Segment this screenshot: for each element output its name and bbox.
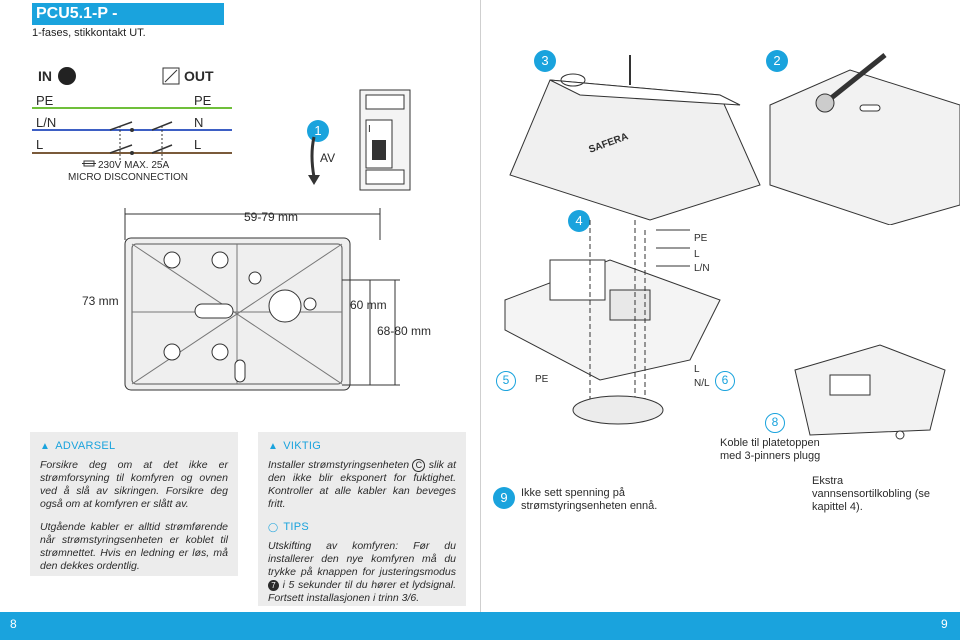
in-dot-icon — [58, 67, 76, 85]
step-6-badge: 6 — [715, 371, 735, 391]
wire-top-ln: L/N — [694, 263, 710, 274]
dim-inner: 60 mm — [350, 298, 387, 312]
breaker-illustration — [308, 89, 411, 191]
wire-left-ln: L/N — [36, 115, 57, 130]
lightbulb-icon: ◯ — [268, 522, 279, 532]
warning-triangle-icon: ▲ — [268, 441, 279, 452]
plug-illustration — [794, 344, 946, 440]
wire-bottom-pe: PE — [535, 374, 549, 385]
wire-right-pe: PE — [194, 93, 212, 108]
important-text: Installer strømstyringsenheten C slik at… — [268, 459, 456, 511]
tips-text: Utskifting av komfyren: Før du installer… — [268, 540, 456, 605]
breaker-symbol: I — [368, 124, 371, 135]
wire-bottom-nl: N/L — [694, 378, 710, 389]
disconnect-label: MICRO DISCONNECTION — [68, 172, 188, 183]
dim-width: 59-79 mm — [244, 210, 299, 224]
c-marker: C — [412, 459, 426, 472]
wiring-diagram: IN OUT PE L/N L PE N L 230V MAX. 25A MIC… — [32, 60, 232, 190]
step-8-badge: 8 — [765, 413, 785, 433]
page-number-left: 8 — [10, 617, 17, 631]
wiring-lines — [32, 67, 232, 167]
page-number-right: 9 — [941, 617, 948, 631]
important-text-b: slik at den ikke blir eksponert for fukt… — [268, 459, 457, 510]
base-illustration — [504, 220, 721, 425]
step-5-badge: 5 — [496, 371, 516, 391]
dim-depth: 68-80 mm — [377, 324, 432, 338]
warning-triangle-icon: ▲ — [40, 441, 51, 452]
arrow-down-icon — [308, 175, 320, 185]
step-3-badge: 3 — [534, 50, 556, 72]
tips-text-b: i 5 sekunder til du hører et lydsignal. … — [268, 579, 456, 604]
step-4-badge: 4 — [568, 210, 590, 232]
important-title: VIKTIG — [283, 440, 322, 452]
warning-text-1: Forsikre deg om at det ikke er strømfors… — [40, 459, 228, 510]
warning-text-2: Utgående kabler er alltid strømførende n… — [40, 521, 228, 572]
page-footer — [0, 612, 960, 640]
warning-heading: ▲ ADVARSEL — [40, 440, 228, 453]
disconnect-rating: 230V MAX. 25A — [98, 160, 170, 171]
wire-left-pe: PE — [36, 93, 54, 108]
step-8-text: Koble til platetoppen med 3-pinners plug… — [720, 437, 821, 462]
wire-top-pe: PE — [694, 233, 708, 244]
step-7-marker: 7 — [268, 580, 279, 591]
wire-top-l: L — [694, 249, 700, 260]
dim-height: 73 mm — [82, 294, 119, 308]
important-text-a: Installer strømstyringsenheten — [268, 459, 410, 471]
wire-right-n: N — [194, 115, 204, 130]
step-9-badge: 9 — [493, 487, 515, 509]
wire-bottom-l: L — [694, 364, 700, 375]
wire-right-l: L — [194, 137, 202, 152]
mounting-plate-illustration — [124, 208, 400, 391]
breaker-off-label: AV — [320, 151, 336, 165]
warning-title: ADVARSEL — [55, 440, 116, 452]
in-label: IN — [38, 68, 52, 84]
step-1-badge: 1 — [307, 120, 329, 142]
step-8-extra: Ekstra vannsensortilkobling (se kapittel… — [812, 475, 931, 513]
important-heading: ▲ VIKTIG — [268, 440, 456, 453]
out-label: OUT — [184, 68, 214, 84]
page-divider — [480, 0, 481, 612]
page-title: PCU5.1-P - INSTALLASJON — [32, 3, 224, 44]
tips-text-a: Utskifting av komfyren: Før du installer… — [268, 540, 456, 578]
wire-left-l: L — [36, 137, 44, 152]
out-socket-icon — [162, 67, 180, 85]
page-subtitle: 1-fases, stikkontakt UT. — [32, 27, 146, 39]
step-2-badge: 2 — [766, 50, 788, 72]
tips-heading: ◯ TIPS — [268, 521, 456, 534]
tips-title: TIPS — [283, 521, 310, 533]
warning-panel: ▲ ADVARSEL Forsikre deg om at det ikke e… — [30, 432, 238, 576]
step-9-text: Ikke sett spenning på strømstyringsenhet… — [521, 487, 658, 512]
important-panel: ▲ VIKTIG Installer strømstyringsenheten … — [258, 432, 466, 606]
cover-illustration — [509, 53, 960, 225]
